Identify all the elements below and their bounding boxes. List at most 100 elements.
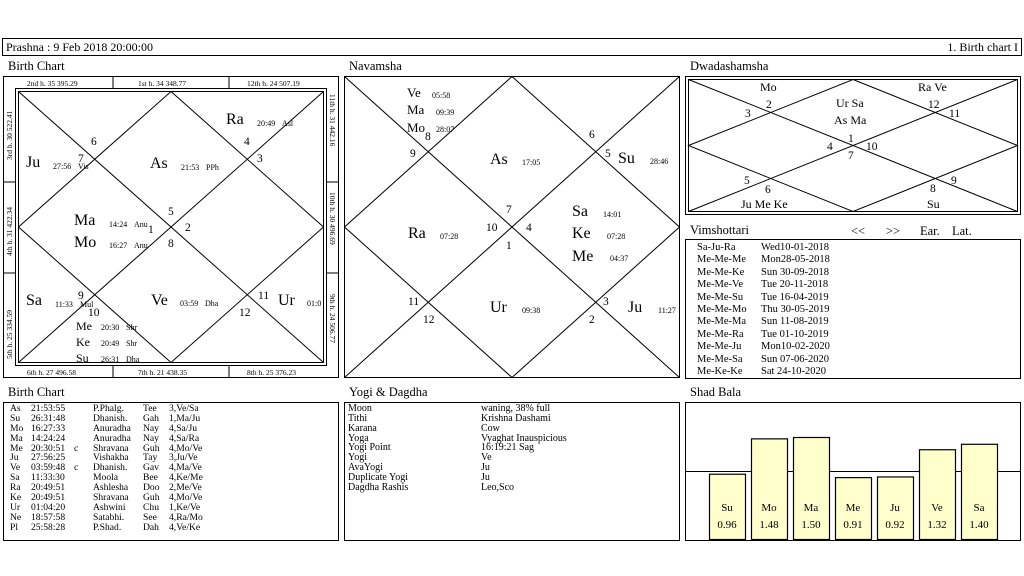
birth-chart-panel[interactable]: 2nd h. 35 395.29 1st h. 34 348.77 12th h…	[3, 76, 339, 378]
yogi-value: 16:19:21 Sag	[481, 442, 535, 454]
nakshatra: Dhanish.	[93, 412, 128, 424]
yogi-key: Dagdha Rashis	[348, 481, 409, 493]
planet-group[interactable]: Mo	[760, 80, 777, 94]
bar-value-label: 1.50	[801, 519, 821, 531]
house-number: 4	[244, 136, 250, 148]
dasha-period: Me-Me-Ra	[697, 328, 744, 340]
planet-group[interactable]: Ra Ve	[918, 80, 947, 94]
planet-group[interactable]: Ju Me Ke	[741, 197, 788, 211]
pada-lords: 4,Mo/Ve	[169, 492, 203, 504]
planet-group[interactable]: As Ma	[834, 113, 867, 127]
house-number: 6	[91, 136, 97, 148]
house-number: 4	[827, 141, 833, 153]
chart-name-label[interactable]: 1. Birth chart I	[947, 40, 1018, 54]
svg-text:Shr: Shr	[126, 339, 137, 348]
svg-text:01:0: 01:0	[307, 299, 321, 308]
planet-longitude: 25:58:28	[31, 521, 66, 533]
vimshottari-header: Vimshottari << >> Ear. Lat.	[690, 223, 1020, 239]
dwadashamsha-panel[interactable]: 2 3 12 11 1 4 10 7 5 6 8 9 Mo Ra Ve Ur S…	[685, 76, 1021, 215]
prev-period-button[interactable]: <<	[851, 224, 866, 238]
svg-text:14:01: 14:01	[603, 210, 621, 219]
later-button[interactable]: Lat.	[952, 224, 972, 238]
vimshottari-title: Vimshottari	[690, 223, 749, 237]
next-period-button[interactable]: >>	[886, 224, 901, 238]
svg-text:Asl: Asl	[282, 119, 294, 128]
pada-syllable: Bee	[143, 472, 158, 484]
house-strength-label: 8th h. 25 376.23	[247, 368, 296, 377]
planet-group[interactable]: Ur Sa	[836, 96, 864, 110]
pada-lords: 4,Ve/Ke	[169, 521, 201, 533]
house-number: 12	[928, 99, 940, 111]
planet-name: Su	[10, 412, 21, 424]
pada-lords: 4,Sa/Ju	[169, 422, 197, 434]
dasha-period: Sa-Ju-Ra	[697, 242, 736, 253]
svg-text:Anu: Anu	[134, 220, 148, 229]
yogi-key: Yogi Point	[348, 442, 391, 454]
nakshatra: Anuradha	[93, 422, 131, 434]
svg-text:As: As	[150, 155, 168, 172]
house-number: 3	[257, 153, 263, 165]
planet-longitude: 21:53:55	[31, 403, 66, 414]
earlier-button[interactable]: Ear.	[920, 224, 940, 238]
bar-ve: Ve1.32	[918, 449, 957, 540]
planet-group[interactable]: Su	[927, 197, 940, 211]
svg-text:05:58: 05:58	[432, 91, 450, 100]
house-strength-label: 2nd h. 35 395.29	[27, 79, 78, 88]
planet-name: Ne	[10, 511, 22, 523]
svg-text:Ra: Ra	[408, 225, 426, 242]
